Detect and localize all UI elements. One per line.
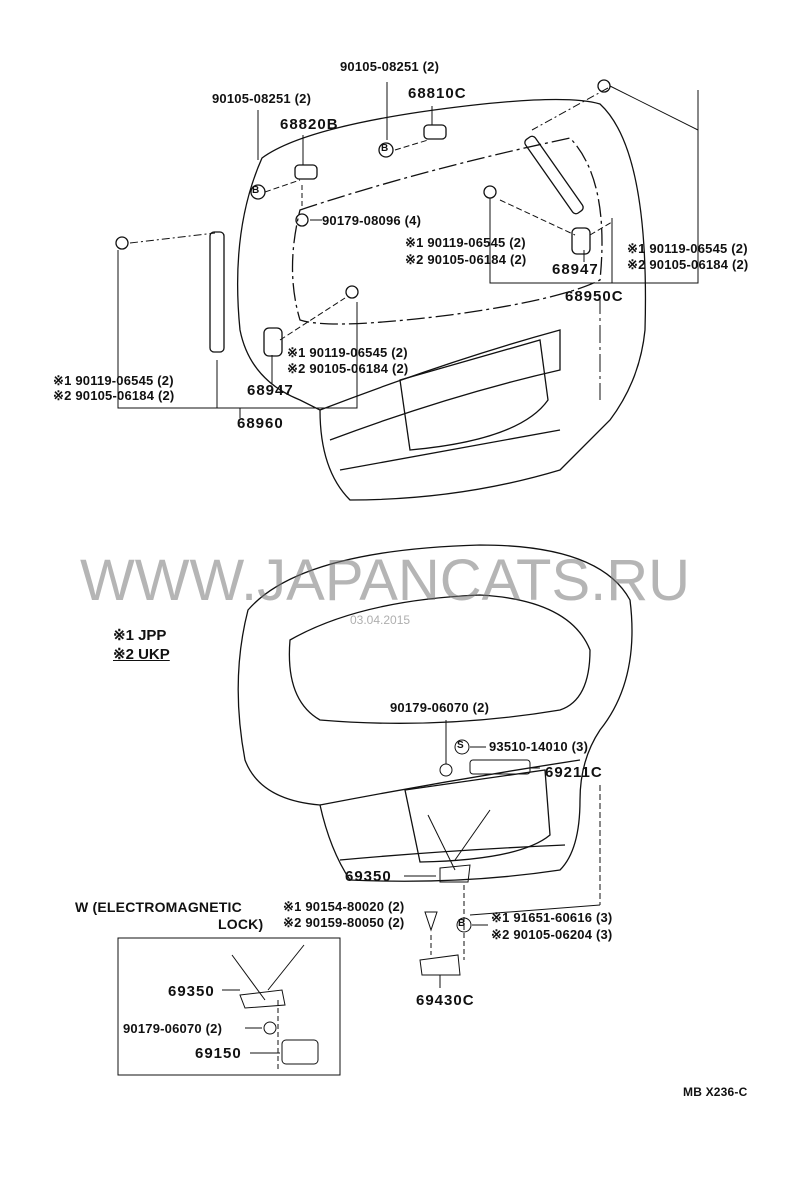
label-right-bolt-1: ※1 90119-06545 (2) [627, 241, 748, 256]
nut-icon [439, 763, 453, 777]
striker-icon [419, 954, 461, 976]
label-right-bolt-2: ※2 90105-06184 (2) [627, 257, 749, 272]
legend-ukp: ※2 UKP [113, 646, 170, 663]
label-mid-bolt-1: ※1 90119-06545 (2) [405, 235, 526, 250]
label-inset-lock: 69350 [168, 983, 215, 1000]
lower-parts-drawing [117, 720, 601, 1076]
b-mark: B [252, 185, 260, 196]
label-striker: 69430C [416, 992, 475, 1009]
label-bracket-left: 68947 [247, 382, 294, 399]
lower-tailgate-drawing [237, 544, 633, 882]
label-w-title-2: LOCK) [218, 916, 264, 932]
upper-parts-drawing [115, 79, 611, 357]
hinge-right-icon [423, 124, 447, 140]
label-inset-actuator: 69150 [195, 1045, 242, 1062]
screw-icon [424, 911, 438, 932]
actuator-icon [281, 1039, 319, 1065]
upper-tailgate-drawing [236, 98, 647, 501]
nut-icon [295, 213, 309, 227]
watermark-date: 03.04.2015 [350, 613, 411, 627]
label-lock-bolt-2: ※2 90159-80050 (2) [283, 915, 405, 930]
reference-code: MB X236-C [683, 1085, 748, 1099]
ball-joint-icon [115, 236, 129, 250]
label-left-bolt-1: ※1 90119-06545 (2) [53, 373, 174, 388]
label-stay-right: 68950C [565, 288, 624, 305]
label-lock-bolt-1: ※1 90154-80020 (2) [283, 899, 405, 914]
ball-joint-icon [483, 185, 497, 199]
hinge-left-icon [294, 164, 318, 180]
s-mark-circle [454, 739, 470, 755]
label-handle: 69211C [545, 764, 603, 781]
b-mark: B [381, 143, 389, 154]
label-screw: 93510-14010 (3) [489, 739, 589, 754]
lock-icon [439, 864, 471, 883]
label-stay-left: 68960 [237, 415, 284, 432]
stay-left-icon [209, 231, 225, 353]
upper-leader-lines [117, 82, 699, 418]
label-nut: 90179-08096 (4) [322, 213, 422, 228]
handle-icon [469, 759, 531, 775]
label-hinge-right: 68810C [408, 85, 467, 102]
b-mark: B [458, 918, 466, 929]
label-inset-nut: 90179-06070 (2) [123, 1021, 223, 1036]
inset-box [117, 937, 341, 1076]
label-striker-bolt-2: ※2 90105-06204 (3) [491, 927, 613, 942]
label-mid-bolt-2: ※2 90105-06184 (2) [405, 252, 527, 267]
s-mark: S [457, 740, 464, 751]
b-mark-circle [456, 917, 472, 933]
b-mark-circle [250, 184, 266, 200]
label-left-bolt-2: ※2 90105-06184 (2) [53, 388, 175, 403]
label-center-bolt-2: ※2 90105-06184 (2) [287, 361, 409, 376]
label-bracket-right: 68947 [552, 261, 599, 278]
label-lock: 69350 [345, 868, 392, 885]
label-lower-nut: 90179-06070 (2) [390, 700, 490, 715]
ball-joint-icon [597, 79, 611, 93]
watermark: WWW.JAPANCATS.RU [80, 548, 691, 613]
label-striker-bolt-1: ※1 91651-60616 (3) [491, 910, 613, 925]
legend-jpp: ※1 JPP [113, 627, 167, 644]
label-hinge-left: 68820B [280, 116, 339, 133]
label-bolt-left: 90105-08251 (2) [212, 91, 312, 106]
label-center-bolt-1: ※1 90119-06545 (2) [287, 345, 408, 360]
bracket-right-icon [571, 227, 591, 255]
label-w-title: W (ELECTROMAGNETIC [75, 899, 242, 915]
bracket-left-icon [263, 327, 283, 357]
b-mark-circle [378, 142, 394, 158]
ball-joint-icon [345, 285, 359, 299]
label-bolt-top: 90105-08251 (2) [340, 59, 440, 74]
stay-right-icon [524, 135, 584, 215]
